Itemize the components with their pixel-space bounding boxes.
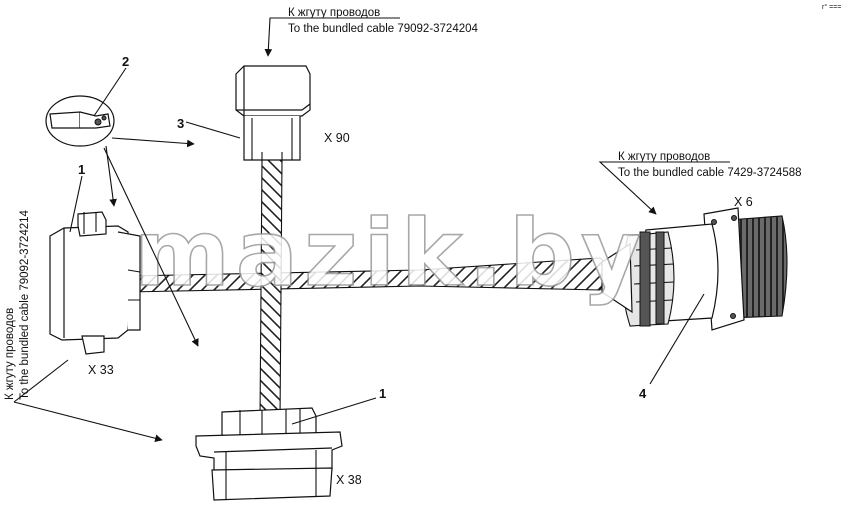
right-cable-label-ru: К жгуту проводов [618,151,710,163]
left-cable-label-ru: К жгуту проводов [4,308,16,400]
connector-label-x38: X 38 [336,473,362,487]
connector-x6 [601,207,788,331]
callout-1-left: 1 [78,162,85,177]
connector-x33 [49,211,141,355]
watermark: mazik.by [134,200,647,307]
callout-4: 4 [639,386,647,401]
left-cable-label-en: To the bundled cable 79092-3724214 [19,209,31,400]
right-cable-label-en: To the bundled cable 7429-3724588 [618,167,802,179]
connector-x90 [235,65,311,162]
corner-mark: r° === [822,3,841,11]
callout-3: 3 [177,116,184,131]
callout-1-bottom: 1 [379,386,386,401]
connector-label-x33: X 33 [88,363,114,377]
connector-label-x6: X 6 [734,195,753,209]
connector-x38 [195,407,343,501]
top-cable-label-ru: К жгуту проводов [288,7,380,19]
callout-2: 2 [122,54,129,69]
top-cable-label-en: To the bundled cable 79092-3724204 [288,23,479,35]
connector-label-x90: X 90 [324,131,350,145]
terminal-detail-circle [45,95,115,147]
leader-lines [13,17,730,443]
